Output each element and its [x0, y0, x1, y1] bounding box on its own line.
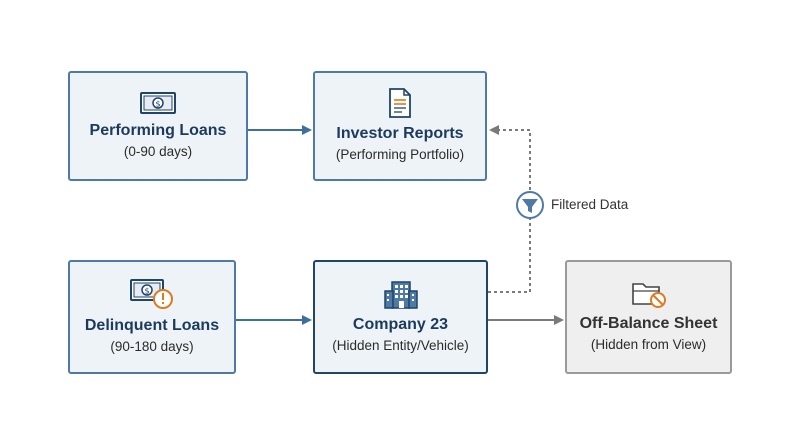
node-subtitle: (0-90 days) [123, 144, 193, 159]
filtered-data-label: Filtered Data [551, 197, 629, 212]
node-subtitle: (Performing Portfolio) [335, 147, 465, 162]
delinquent-loans-box: $ Delinquent Loans (90-180 days) [68, 260, 236, 374]
investor-reports-box: Investor Reports (Performing Portfolio) [313, 71, 487, 181]
node-subtitle: (Hidden from View) [590, 337, 707, 352]
node-title: Off-Balance Sheet [579, 315, 718, 332]
node-title: Performing Loans [89, 122, 227, 139]
svg-text:$: $ [144, 287, 149, 296]
company-23-box: Company 23 (Hidden Entity/Vehicle) [313, 260, 488, 374]
node-subtitle: (Hidden Entity/Vehicle) [332, 338, 469, 353]
off-balance-sheet-box: Off-Balance Sheet (Hidden from View) [565, 260, 732, 374]
node-title: Delinquent Loans [84, 317, 220, 334]
cash-icon: $ [140, 92, 176, 114]
performing-loans-box: $ Performing Loans (0-90 days) [68, 71, 248, 181]
building-icon [383, 281, 418, 309]
svg-text:$: $ [155, 100, 160, 109]
node-subtitle: (90-180 days) [110, 339, 194, 354]
folder-blocked-icon [631, 283, 666, 308]
document-icon [389, 88, 411, 118]
funnel-icon [516, 191, 544, 219]
node-title: Investor Reports [336, 125, 464, 142]
cash-warning-icon: $ [130, 279, 173, 309]
node-title: Company 23 [352, 316, 449, 333]
